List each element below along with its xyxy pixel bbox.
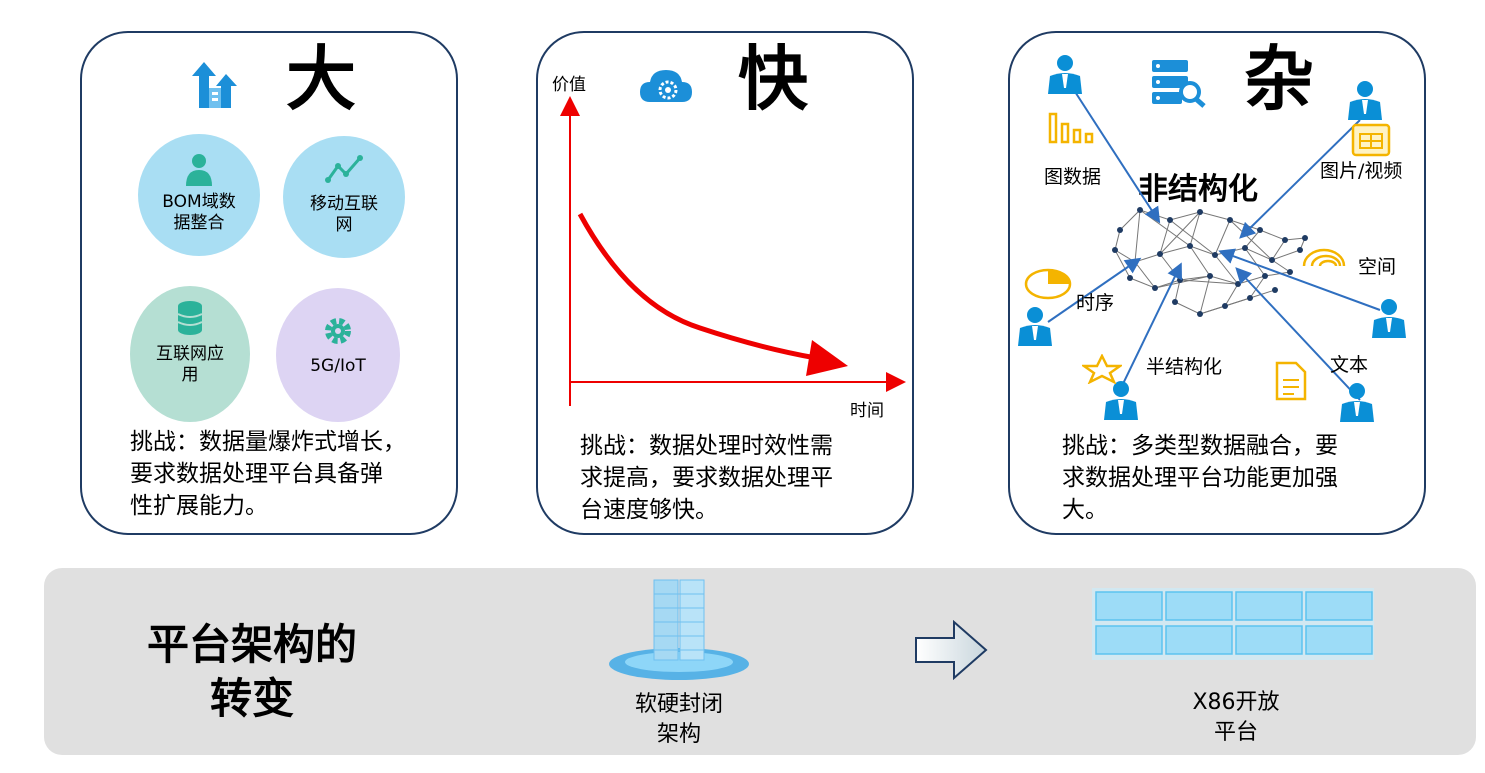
- panel-big-challenge-line-3: 性扩展能力。: [130, 493, 268, 519]
- circle-internet-app-label-2: 用: [181, 365, 199, 385]
- server-search-icon: [1152, 60, 1206, 108]
- panel-fast-challenge: 挑战：数据处理时效性需 求提高，要求数据处理平 台速度够快。: [580, 430, 833, 526]
- cloud-gear-icon: [640, 70, 692, 102]
- label-space: 空间: [1358, 256, 1397, 278]
- curve-arrowhead: [806, 340, 848, 376]
- open-platform-label-line-1: X86开放: [1192, 690, 1280, 715]
- label-image-video: 图片/视频: [1320, 160, 1403, 182]
- panel-big-challenge-line-1: 挑战：数据量爆炸式增长，: [130, 429, 406, 455]
- value-decay-curve: [577, 212, 817, 361]
- panel-mixed-challenge-line-1: 挑战：多类型数据融合，要: [1062, 433, 1338, 459]
- y-axis-label: 价值: [552, 75, 586, 95]
- label-semi-structured: 半结构化: [1146, 356, 1223, 378]
- circle-5g-iot-label-1: 5G/IoT: [310, 356, 366, 376]
- value-time-chart: [560, 96, 906, 406]
- circle-internet-app: 互联网应用: [130, 286, 250, 422]
- star-shape-icon: [1082, 354, 1122, 384]
- circle-bom-label-2: 据整合: [173, 213, 225, 233]
- image-file-icon: [1351, 123, 1391, 157]
- pie-chart-icon: [1024, 268, 1072, 300]
- person-top-left-icon: [1048, 55, 1082, 94]
- person-icon: [186, 154, 212, 186]
- closed-server-icon: [609, 579, 749, 680]
- open-x86-servers-icon: [1092, 588, 1374, 660]
- circle-5g-iot: 5G/IoT: [276, 288, 400, 422]
- panel-big-challenge-line-2: 要求数据处理平台具备弹: [130, 461, 383, 487]
- panel-mixed-challenge-line-3: 大。: [1062, 497, 1108, 523]
- closed-architecture-label-line-1: 软硬封闭: [634, 692, 723, 717]
- label-text: 文本: [1330, 354, 1369, 376]
- person-top-right-icon: [1348, 81, 1382, 120]
- closed-architecture-label: 软硬封闭 架构: [604, 690, 754, 750]
- panel-mixed-title: 杂: [1244, 38, 1314, 120]
- spiral-icon: [1302, 248, 1346, 267]
- open-platform-label-line-2: 平台: [1213, 720, 1258, 745]
- panel-big-challenge: 挑战：数据量爆炸式增长， 要求数据处理平台具备弹 性扩展能力。: [130, 426, 406, 522]
- architecture-shift-title-line-1: 平台架构的: [146, 620, 357, 669]
- x-axis-label: 时间: [850, 401, 884, 421]
- panel-fast-challenge-line-1: 挑战：数据处理时效性需: [580, 433, 833, 459]
- label-graph-data: 图数据: [1044, 166, 1102, 188]
- panel-fast-title: 快: [738, 38, 808, 120]
- label-time-series: 时序: [1076, 292, 1115, 314]
- buildings-up-icon: [192, 62, 237, 108]
- bar-chart-icon: [1048, 112, 1094, 144]
- open-platform-label: X86开放 平台: [1166, 688, 1306, 748]
- panel-fast: [536, 31, 914, 535]
- person-bottom-left-icon: [1104, 381, 1138, 420]
- panel-mixed-challenge: 挑战：多类型数据融合，要 求数据处理平台功能更加强 大。: [1062, 430, 1338, 526]
- right-arrow-icon: [915, 620, 988, 680]
- center-label: 非结构化: [1138, 172, 1258, 207]
- panel-mixed-challenge-line-2: 求数据处理平台功能更加强: [1062, 465, 1338, 491]
- architecture-shift-title-line-2: 转变: [209, 674, 294, 723]
- circle-bom-label-1: BOM域数: [162, 192, 236, 212]
- circle-internet-app-label-1: 互联网应: [156, 344, 224, 364]
- trend-line-icon: [325, 155, 363, 183]
- person-mid-right-icon: [1372, 299, 1406, 338]
- panel-fast-challenge-line-3: 台速度够快。: [580, 497, 718, 523]
- closed-architecture-label-line-2: 架构: [656, 722, 701, 747]
- circle-mobile-label-2: 网: [335, 215, 353, 235]
- person-mid-left-icon: [1018, 307, 1052, 346]
- circle-mobile: 移动互联网: [283, 136, 405, 258]
- panel-fast-challenge-line-2: 求提高，要求数据处理平: [580, 465, 833, 491]
- person-bottom-right-icon: [1340, 383, 1374, 422]
- gear-icon: [325, 318, 351, 344]
- panel-big: [80, 31, 458, 535]
- circle-bom: BOM域数据整合: [138, 134, 260, 256]
- circle-mobile-label-1: 移动互联: [310, 194, 378, 214]
- document-icon: [1275, 361, 1307, 401]
- panel-big-title: 大: [286, 38, 356, 120]
- database-icon: [177, 301, 203, 335]
- architecture-shift-title: 平台架构的 转变: [132, 618, 372, 726]
- data-network-diagram: [1047, 83, 1381, 401]
